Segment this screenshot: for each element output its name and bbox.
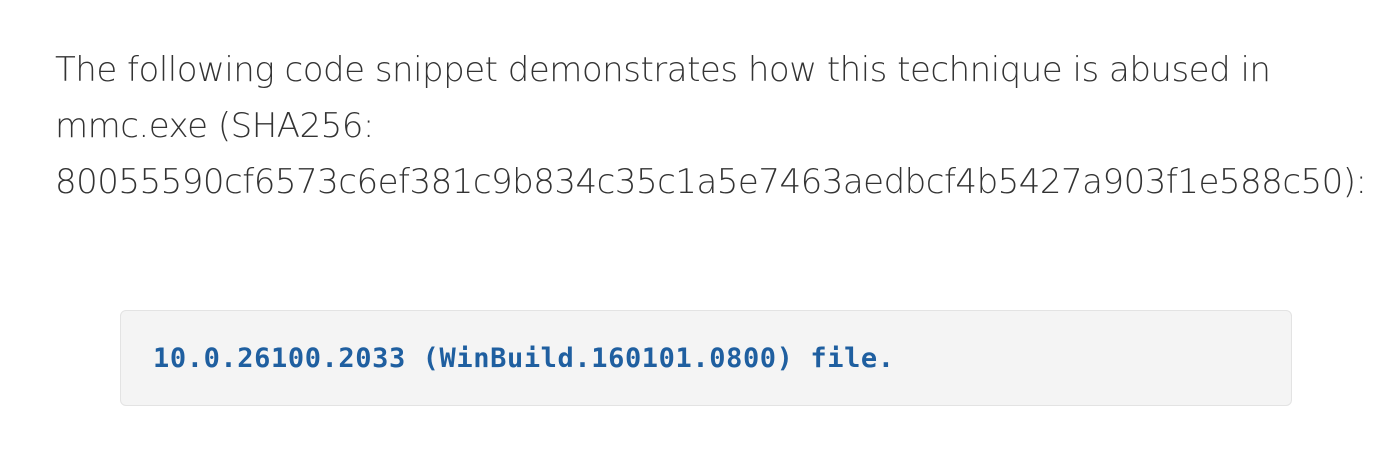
intro-paragraph: The following code snippet demonstrates … <box>55 42 1367 210</box>
code-line: 10.0.26100.2033 (WinBuild.160101.0800) f… <box>153 342 895 374</box>
article-body: The following code snippet demonstrates … <box>55 42 1367 210</box>
paragraph-line: mmc.exe (SHA256: <box>55 106 374 146</box>
paragraph-line-hash: 80055590cf6573c6ef381c9b834c35c1a5e7463a… <box>55 162 1367 202</box>
paragraph-line: The following code snippet demonstrates … <box>55 50 1271 90</box>
code-snippet-block: 10.0.26100.2033 (WinBuild.160101.0800) f… <box>120 310 1292 406</box>
